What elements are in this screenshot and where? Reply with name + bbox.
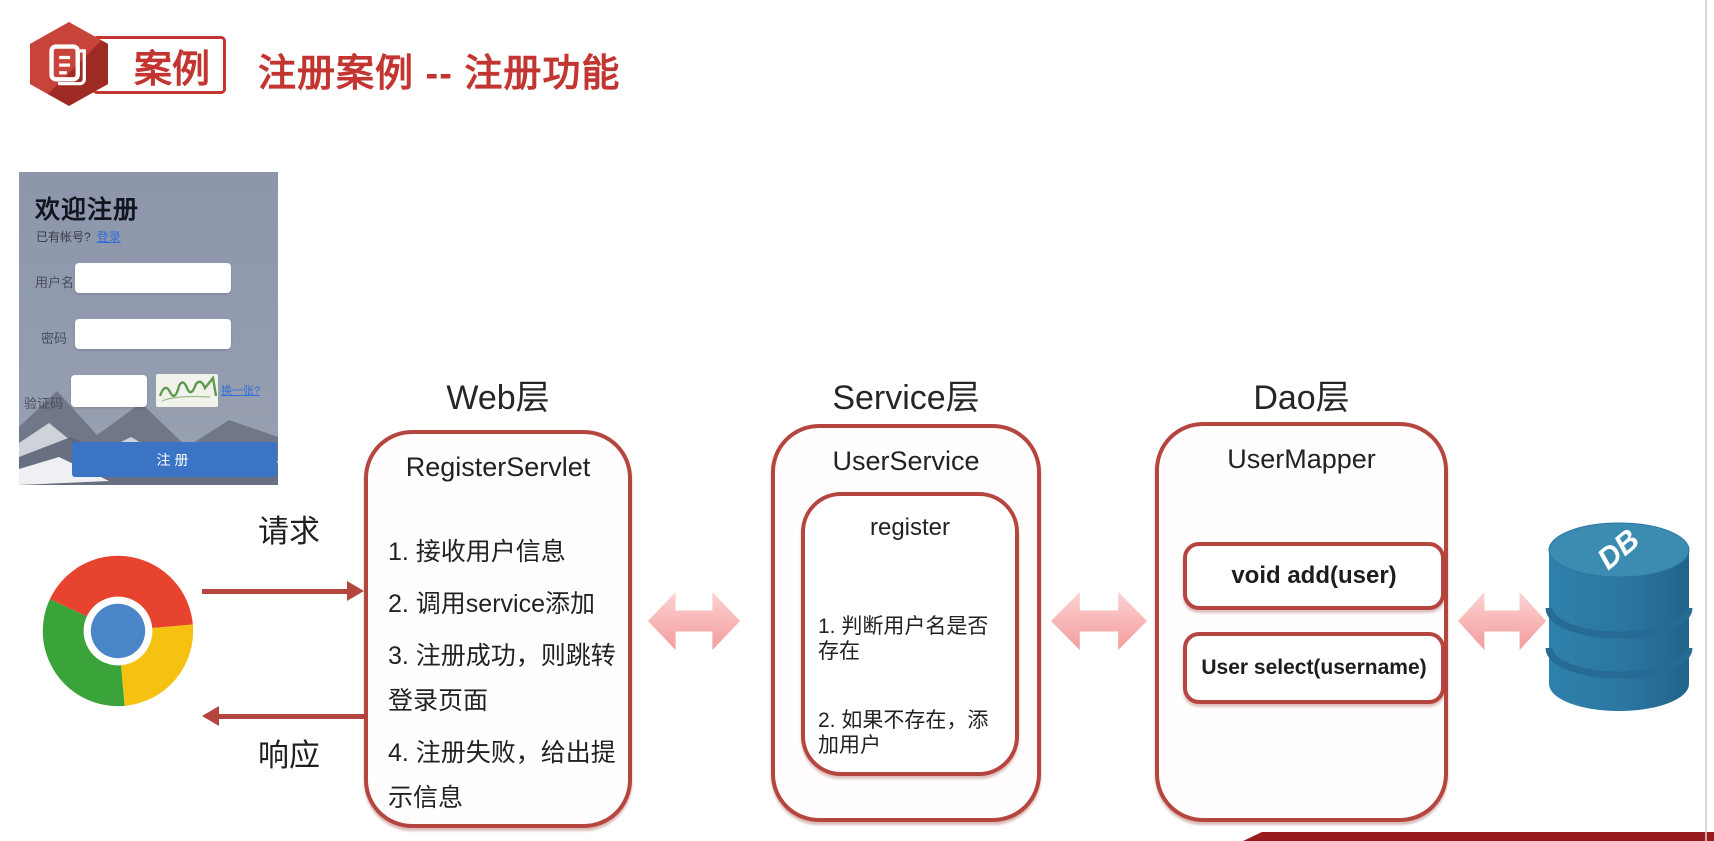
dao-component-name: UserMapper — [1227, 444, 1376, 474]
service-layer-box: UserService register 1. 判断用户名是否存在 2. 如果不… — [771, 424, 1041, 822]
register-submit-button[interactable]: 注册 — [72, 442, 277, 477]
password-input[interactable] — [75, 319, 231, 349]
request-label: 请求 — [258, 514, 320, 549]
username-input[interactable] — [75, 263, 231, 293]
web-component-name: RegisterServlet — [405, 452, 591, 482]
captcha-label: 验证码 — [24, 396, 64, 411]
chrome-browser-icon — [42, 555, 194, 707]
service-steps: 1. 判断用户名是否存在 2. 如果不存在，添加用户 — [818, 614, 1009, 802]
web-steps: 1. 接收用户信息 2. 调用service添加 3. 注册成功，则跳转登录页面… — [388, 530, 618, 828]
dao-db-arrow-icon — [1458, 592, 1546, 650]
register-method-box: register 1. 判断用户名是否存在 2. 如果不存在，添加用户 — [801, 492, 1019, 776]
page-title: 注册案例 -- 注册功能 — [258, 53, 621, 95]
dao-method-select: User select(username) — [1201, 656, 1427, 679]
dao-method-add-box: void add(user) — [1183, 542, 1445, 610]
have-account-text: 已有帐号? — [36, 230, 91, 244]
request-arrow — [202, 581, 364, 601]
document-icon — [49, 44, 86, 86]
dao-method-add: void add(user) — [1231, 562, 1397, 589]
service-step: 1. 判断用户名是否存在 — [818, 615, 989, 663]
service-dao-arrow-icon — [1051, 592, 1147, 650]
form-title: 欢迎注册 — [35, 196, 140, 224]
service-method-name: register — [869, 514, 951, 541]
captcha-input[interactable] — [71, 375, 147, 407]
username-label: 用户名 — [35, 275, 75, 290]
login-link[interactable]: 登录 — [96, 230, 121, 244]
dao-method-select-box: User select(username) — [1183, 632, 1445, 704]
web-step: 4. 注册失败，给出提示信息 — [388, 739, 616, 812]
password-label: 密码 — [41, 331, 68, 346]
response-label: 响应 — [258, 738, 320, 773]
service-component-name: UserService — [832, 446, 980, 476]
web-step: 2. 调用service添加 — [388, 590, 595, 618]
database-icon: DB — [1545, 522, 1693, 711]
web-step: 3. 注册成功，则跳转登录页面 — [388, 642, 616, 715]
case-badge: 案例 — [92, 36, 226, 94]
service-step: 2. 如果不存在，添加用户 — [818, 709, 989, 757]
captcha-image[interactable] — [156, 374, 218, 407]
bottom-accent-bar — [1243, 832, 1714, 841]
case-badge-label: 案例 — [133, 48, 210, 91]
web-step: 1. 接收用户信息 — [388, 538, 566, 566]
dao-layer-box: UserMapper void add(user) User select(us… — [1155, 422, 1448, 822]
service-layer-title: Service层 — [832, 379, 980, 417]
web-layer-box: RegisterServlet 1. 接收用户信息 2. 调用service添加… — [364, 430, 632, 828]
response-arrow — [202, 706, 364, 726]
register-form-screenshot: 欢迎注册 已有帐号? 登录 用户名 密码 验证码 换一张? 注册 — [19, 172, 278, 485]
web-layer-title: Web层 — [446, 379, 550, 417]
right-edge-line — [1705, 0, 1707, 841]
change-captcha-link[interactable]: 换一张? — [221, 385, 261, 397]
dao-layer-title: Dao层 — [1253, 379, 1350, 417]
web-service-arrow-icon — [648, 592, 740, 650]
